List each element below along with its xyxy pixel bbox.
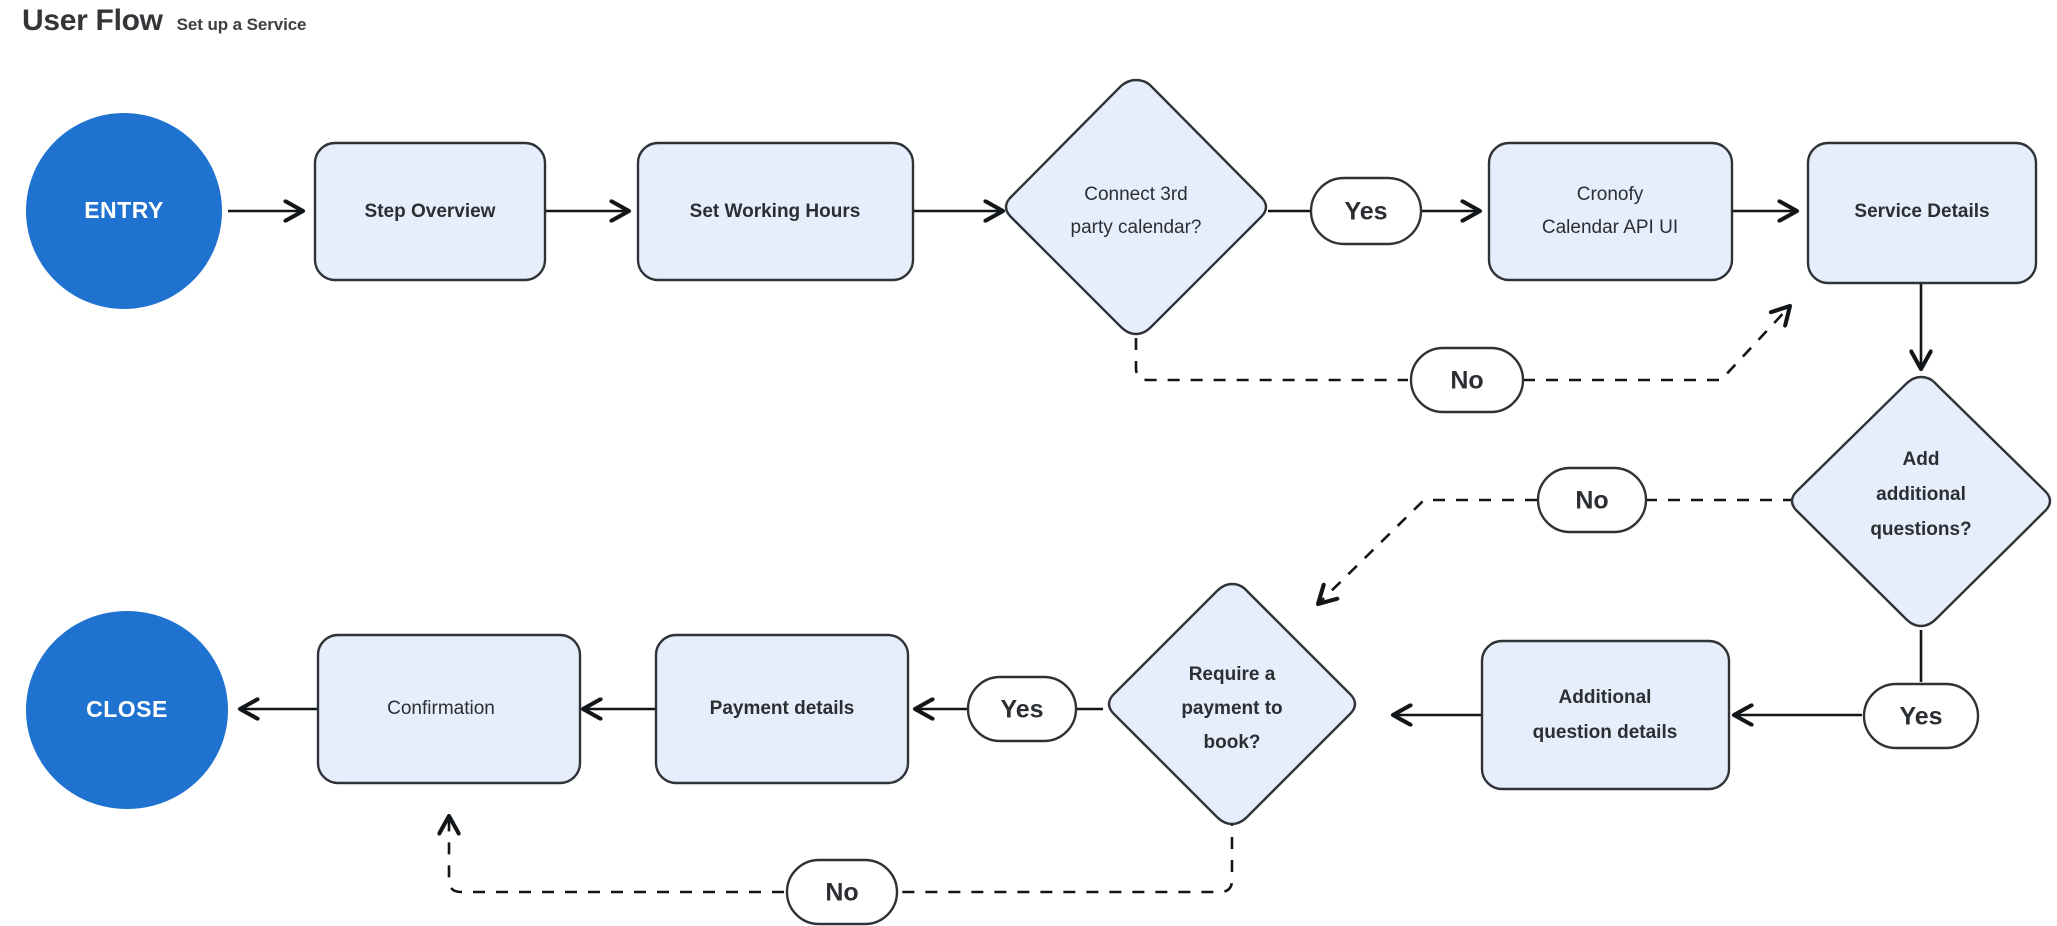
confirmation-shape xyxy=(316,633,582,785)
diagram-header: User Flow Set up a Service xyxy=(22,4,307,38)
node-additional-question-details[interactable]: Additional question details xyxy=(1480,639,1731,791)
node-set-working-hours[interactable]: Set Working Hours xyxy=(636,141,915,282)
payment-yes-pill-shape xyxy=(966,675,1078,743)
page-subtitle: Set up a Service xyxy=(176,15,307,34)
additional-question-details-shape xyxy=(1480,639,1731,791)
require-payment-label-line2: payment to xyxy=(1181,698,1282,719)
edge-label-calendar-no: No xyxy=(1409,346,1525,414)
edge-label-questions-yes: Yes xyxy=(1862,682,1980,750)
node-connect-calendar[interactable]: Connect 3rd party calendar? xyxy=(1004,78,1268,336)
connect-calendar-label-line2: party calendar? xyxy=(1071,217,1202,238)
edge-label-payment-yes: Yes xyxy=(966,675,1078,743)
payment-no-pill-shape xyxy=(785,858,899,926)
node-require-payment[interactable]: Require a payment to book? xyxy=(1107,582,1357,826)
questions-yes-pill-shape xyxy=(1862,682,1980,750)
edge-connect-calendar-no-left xyxy=(1134,315,1408,382)
cronofy-label-line1: Cronofy xyxy=(1577,184,1644,205)
service-details-label: Service Details xyxy=(1854,201,1989,222)
require-payment-label-line1: Require a xyxy=(1189,664,1276,685)
connect-calendar-label-line1: Connect 3rd xyxy=(1084,184,1188,205)
step-overview-shape xyxy=(313,141,547,282)
service-details-shape xyxy=(1806,141,2038,285)
calendar-yes-pill-shape xyxy=(1309,176,1423,246)
questions-yes-label: Yes xyxy=(1899,703,1942,731)
edge-label-payment-no: No xyxy=(785,858,899,926)
add-questions-label-line3: questions? xyxy=(1870,519,1971,540)
edge-label-calendar-yes: Yes xyxy=(1309,176,1423,246)
calendar-yes-label: Yes xyxy=(1344,198,1387,226)
node-cronofy[interactable]: Cronofy Calendar API UI xyxy=(1487,141,1734,282)
cronofy-shape xyxy=(1487,141,1734,282)
edge-no-to-confirmation xyxy=(449,816,784,894)
set-working-hours-shape xyxy=(636,141,915,282)
additional-question-details-label-line2: question details xyxy=(1533,722,1678,743)
payment-details-shape xyxy=(654,633,910,785)
node-confirmation[interactable]: Confirmation xyxy=(316,633,582,785)
entry-terminator-shape xyxy=(26,113,222,309)
edge-no-to-require-payment xyxy=(1318,498,1537,604)
node-step-overview[interactable]: Step Overview xyxy=(313,141,547,282)
payment-details-label: Payment details xyxy=(710,698,855,719)
add-questions-label-line2: additional xyxy=(1876,484,1966,505)
require-payment-shape xyxy=(1107,582,1357,826)
connect-calendar-shape xyxy=(1004,78,1268,336)
questions-no-label: No xyxy=(1575,487,1608,515)
require-payment-label-line3: book? xyxy=(1204,732,1261,753)
page-title: User Flow xyxy=(22,4,163,37)
add-questions-shape xyxy=(1790,375,2052,628)
edge-no-to-service-details xyxy=(1523,306,1790,382)
close-terminator-shape xyxy=(26,611,228,809)
set-working-hours-label: Set Working Hours xyxy=(690,201,861,222)
edge-require-payment-no-right xyxy=(897,814,1234,894)
calendar-no-pill-shape xyxy=(1409,346,1525,414)
payment-yes-label: Yes xyxy=(1000,696,1043,724)
additional-question-details-label-line1: Additional xyxy=(1559,687,1652,708)
node-payment-details[interactable]: Payment details xyxy=(654,633,910,785)
node-close[interactable]: CLOSE xyxy=(26,611,228,809)
add-questions-label-line1: Add xyxy=(1903,449,1940,470)
calendar-no-label: No xyxy=(1450,367,1483,395)
cronofy-label-line2: Calendar API UI xyxy=(1542,217,1678,238)
entry-label: ENTRY xyxy=(84,197,164,223)
close-label: CLOSE xyxy=(86,696,168,722)
step-overview-label: Step Overview xyxy=(365,201,496,222)
payment-no-label: No xyxy=(825,879,858,907)
node-service-details[interactable]: Service Details xyxy=(1806,141,2038,285)
node-add-questions[interactable]: Add additional questions? xyxy=(1790,375,2052,628)
questions-no-pill-shape xyxy=(1536,466,1648,534)
edge-label-questions-no: No xyxy=(1536,466,1648,534)
confirmation-label: Confirmation xyxy=(387,698,495,719)
node-entry[interactable]: ENTRY xyxy=(26,113,222,309)
